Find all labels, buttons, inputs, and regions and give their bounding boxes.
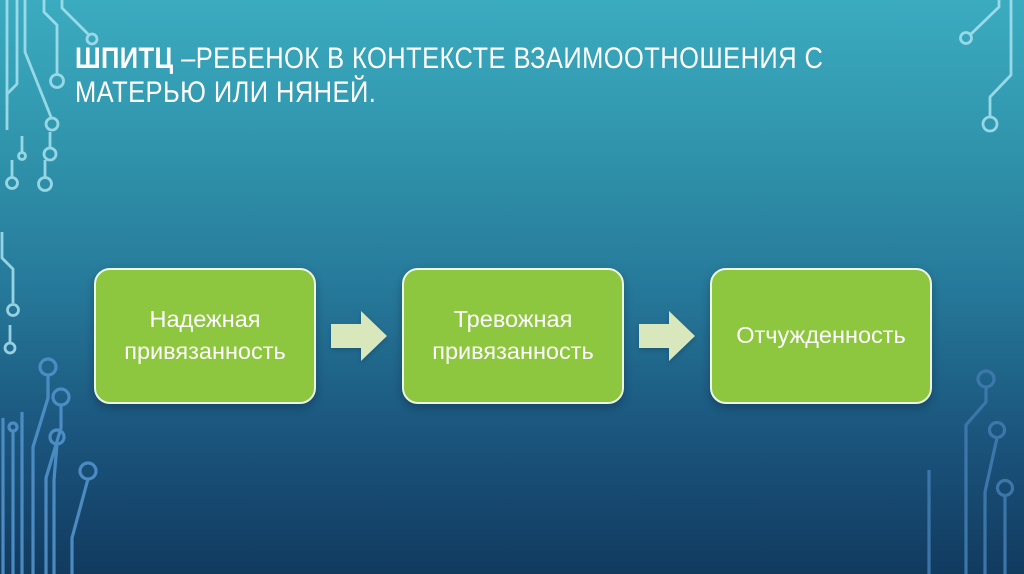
- step-label: Отчужденность: [736, 322, 906, 349]
- circuit-decoration-bottom-right: [927, 369, 1015, 574]
- slide-title: ШПИТЦ –РЕБЕНОК В КОНТЕКСТЕ ВЗАИМООТНОШЕН…: [75, 42, 891, 110]
- right-arrow-icon: [330, 311, 387, 361]
- circuit-decoration-bottom-left: [1, 357, 98, 574]
- step-box-1: Надежная привязанность: [94, 268, 316, 404]
- circuit-decoration-top-right: [959, 0, 1013, 133]
- step-box-2: Тревожная привязанность: [402, 268, 624, 404]
- step-box-3: Отчужденность: [710, 268, 932, 404]
- step-label: Надежная привязанность: [124, 306, 286, 364]
- slide-title-rest: –РЕБЕНОК В КОНТЕКСТЕ ВЗАИМООТНОШЕНИЯ С М…: [75, 42, 824, 109]
- step-label: Тревожная привязанность: [432, 306, 594, 364]
- right-arrow-icon: [638, 311, 695, 361]
- process-flow: Надежная привязанность Тревожная привяза…: [94, 268, 932, 404]
- slide-title-bold: ШПИТЦ: [75, 42, 174, 75]
